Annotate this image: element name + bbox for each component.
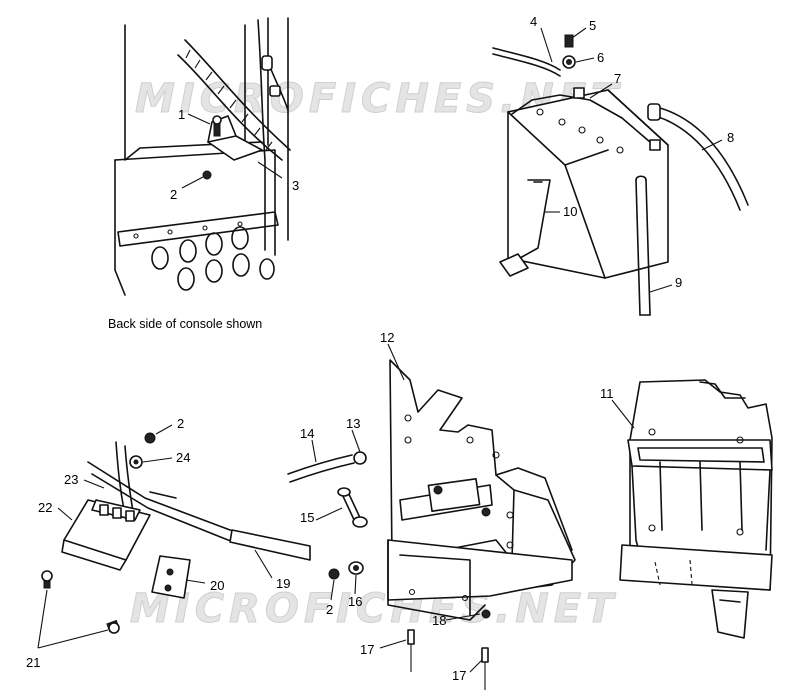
- callout-22: 22: [38, 500, 52, 515]
- callout-2-bracket: 2: [326, 602, 333, 617]
- callout-18: 18: [432, 613, 446, 628]
- battery-box-drawing: [619, 379, 773, 639]
- callout-3: 3: [292, 178, 299, 193]
- callout-10: 10: [563, 204, 577, 219]
- callout-1: 1: [178, 107, 185, 122]
- callout-14: 14: [300, 426, 314, 441]
- callout-19: 19: [276, 576, 290, 591]
- console-caption: Back side of console shown: [108, 317, 262, 331]
- callout-17-left: 17: [360, 642, 374, 657]
- battery-drawing: [492, 34, 749, 316]
- callout-17-right: 17: [452, 668, 466, 683]
- callout-13: 13: [346, 416, 360, 431]
- callout-2-console: 2: [170, 187, 177, 202]
- callout-8: 8: [727, 130, 734, 145]
- callout-16: 16: [348, 594, 362, 609]
- callout-24: 24: [176, 450, 190, 465]
- regulator-drawing: [41, 432, 311, 634]
- console-panel-drawing: [114, 17, 291, 296]
- callout-21: 21: [26, 655, 40, 670]
- callout-23: 23: [64, 472, 78, 487]
- callout-5: 5: [589, 18, 596, 33]
- watermark-bottom: MICROFICHES.NET: [130, 586, 618, 632]
- callout-20: 20: [210, 578, 224, 593]
- callout-4: 4: [530, 14, 537, 29]
- bracket-drawing: [287, 359, 576, 690]
- callout-9: 9: [675, 275, 682, 290]
- callout-11: 11: [600, 386, 614, 401]
- callout-2-regulator: 2: [177, 416, 184, 431]
- callout-12: 12: [380, 330, 394, 345]
- callout-7: 7: [614, 71, 621, 86]
- callout-6: 6: [597, 50, 604, 65]
- callout-15: 15: [300, 510, 314, 525]
